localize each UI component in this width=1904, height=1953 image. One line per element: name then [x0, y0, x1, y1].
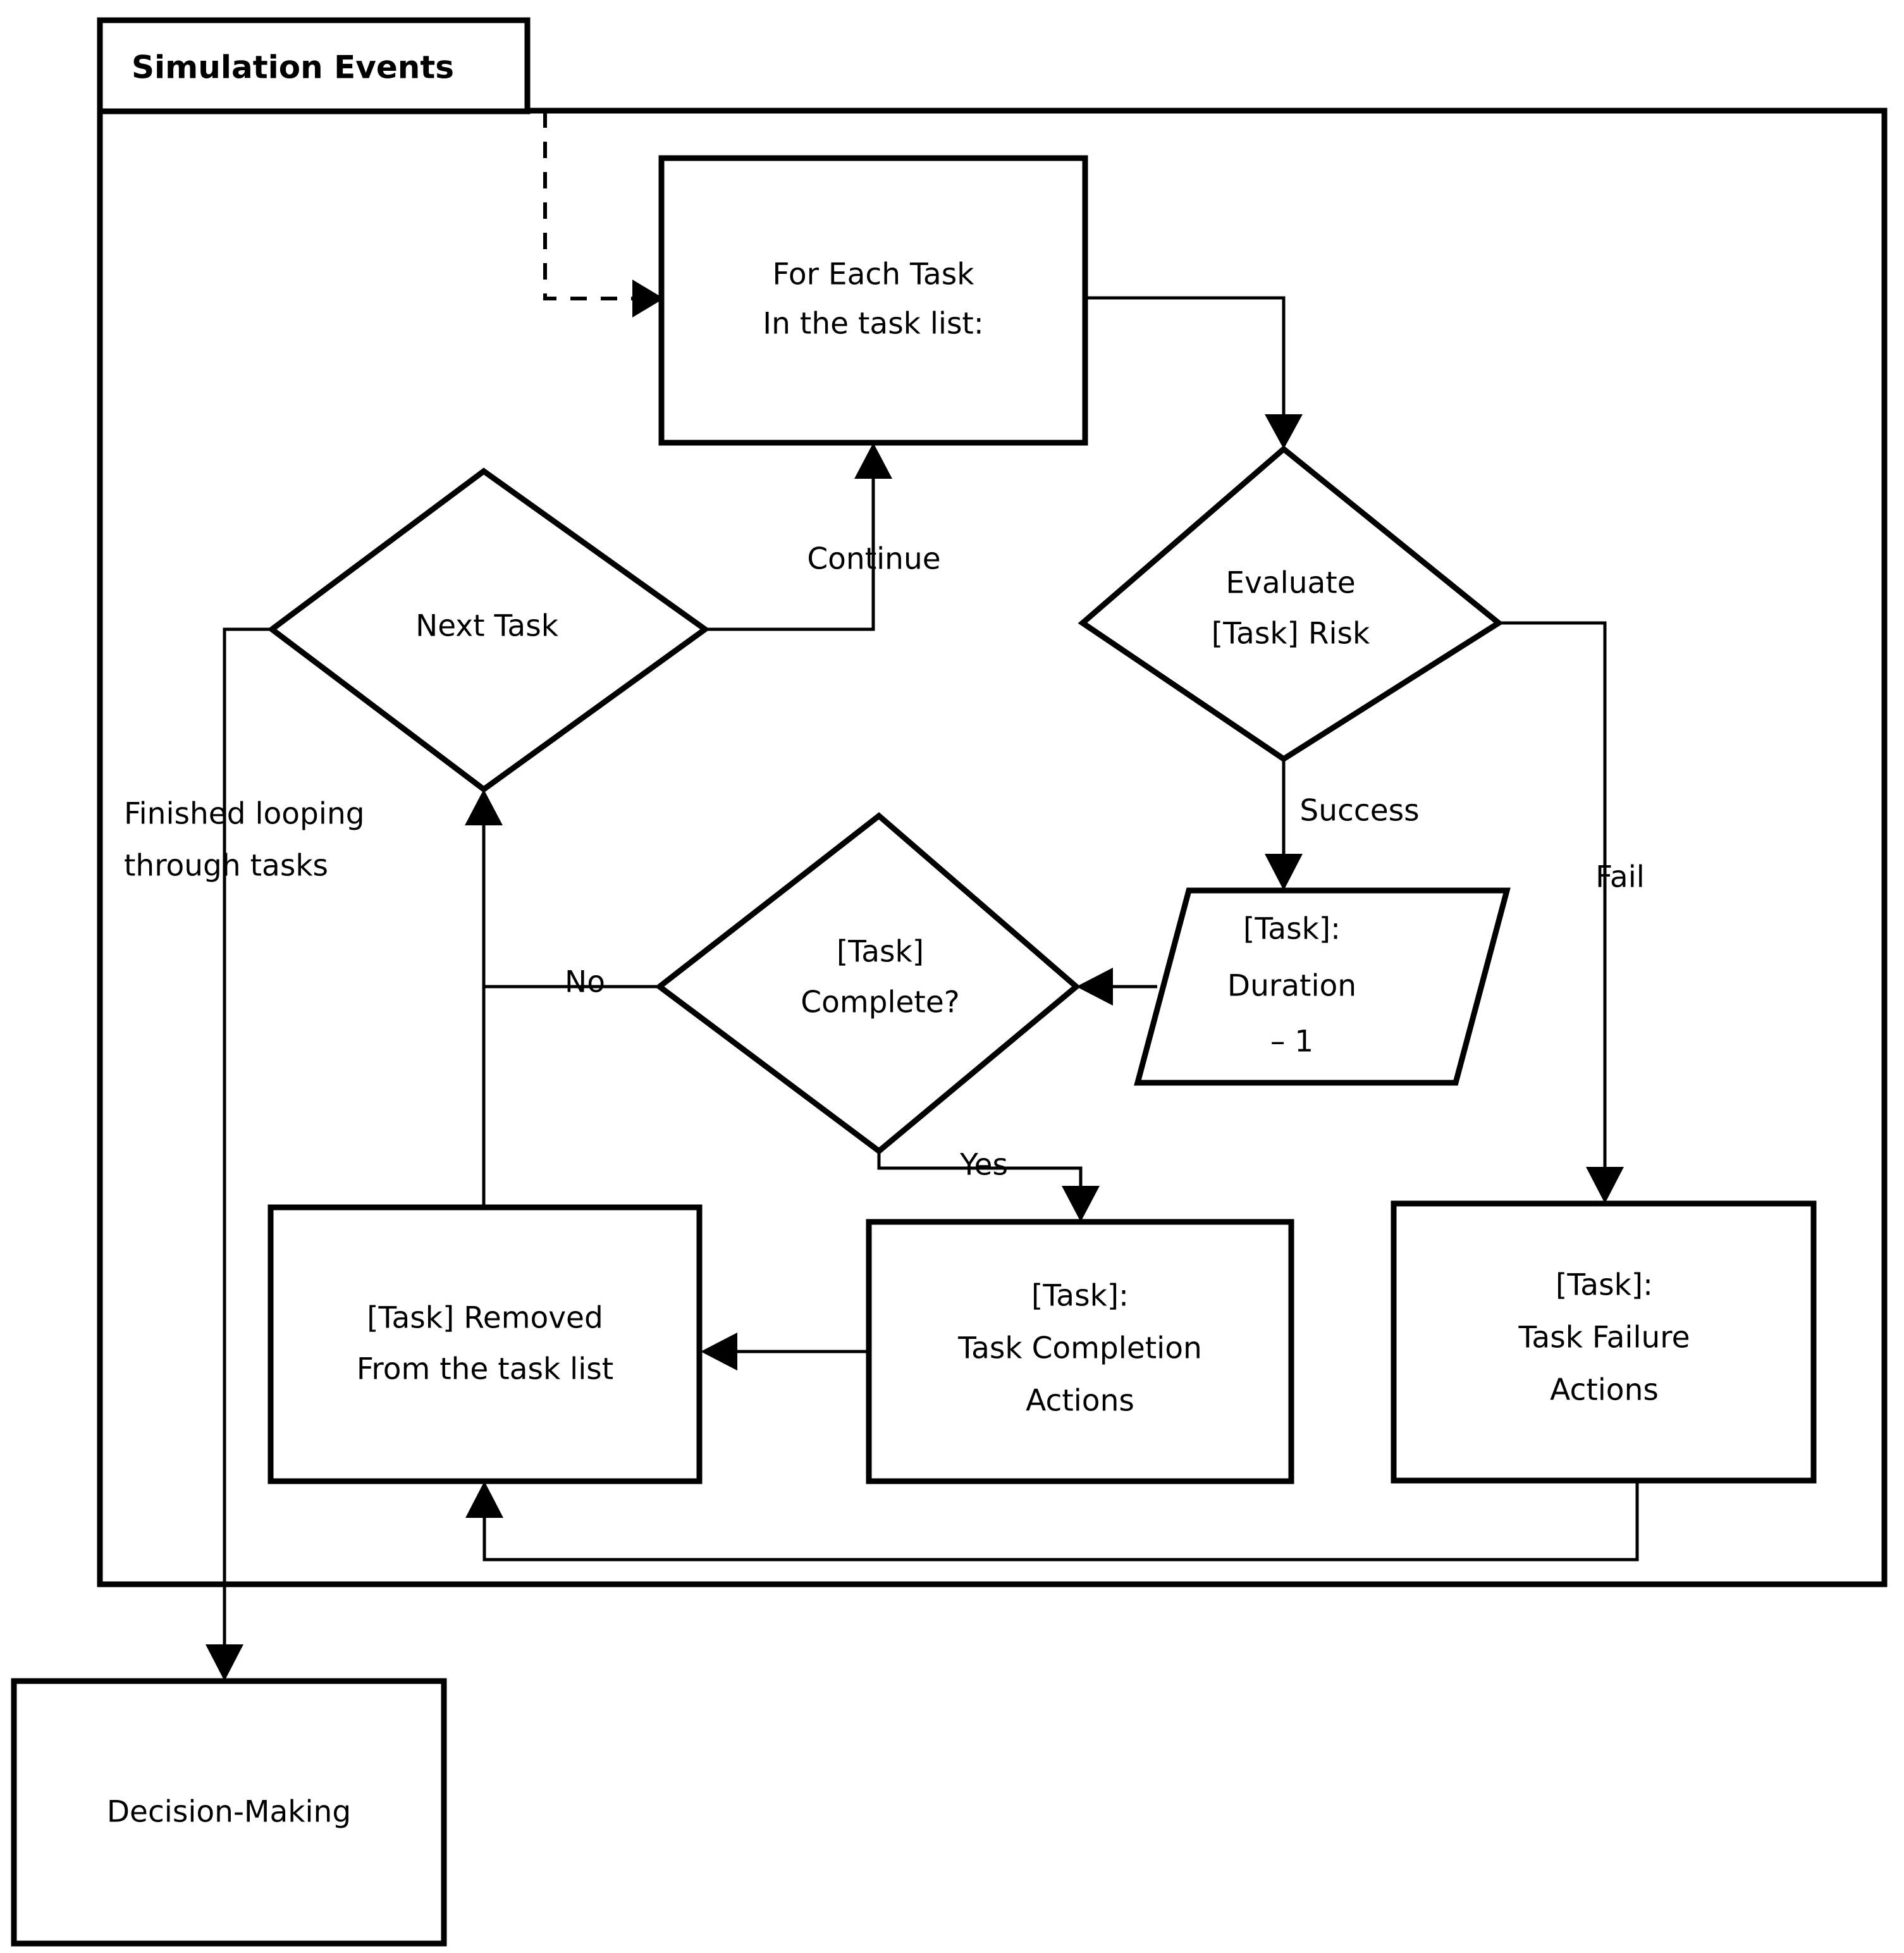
edge-label-continue: Continue: [807, 542, 940, 577]
node-for-each-task[interactable]: [658, 155, 1088, 446]
edge-label-no: No: [565, 965, 605, 1000]
node-task-duration-decrement[interactable]: [1134, 887, 1511, 1086]
arrowhead-fail: [1586, 1167, 1624, 1204]
edge-label-finished-looping-line2: through tasks: [124, 849, 328, 884]
node-task-complete[interactable]: [654, 812, 1081, 1155]
simulation-events-title-label: Simulation Events: [132, 49, 454, 86]
node-task-duration-line3: – 1: [1270, 1025, 1313, 1059]
node-next-task-line1: Next Task: [415, 609, 559, 644]
node-task-completion-actions-line3: Actions: [1026, 1384, 1134, 1419]
node-task-complete-line2: Complete?: [801, 985, 959, 1020]
node-next-task[interactable]: [267, 467, 710, 793]
node-task-removed-line1: [Task] Removed: [367, 1301, 603, 1336]
arrowhead-continue: [854, 443, 892, 479]
node-task-removed-line2: From the task list: [357, 1352, 613, 1387]
node-task-failure-actions[interactable]: [1391, 1200, 1817, 1484]
node-task-completion-actions-line1: [Task]:: [1031, 1279, 1129, 1314]
node-task-removed[interactable]: [267, 1204, 703, 1484]
node-decision-making-line1: Decision-Making: [107, 1795, 351, 1830]
node-evaluate-task-risk-line2: [Task] Risk: [1212, 617, 1370, 651]
node-evaluate-task-risk[interactable]: [1078, 445, 1504, 763]
arrowhead-to-decision-making: [206, 1644, 243, 1681]
simulation-events-title-box: [97, 17, 531, 114]
arrowhead-to-task-removed: [701, 1333, 737, 1371]
arrowhead-to-task-complete: [1076, 968, 1113, 1006]
edge-label-success: Success: [1299, 794, 1419, 829]
edge-task-complete-yes: [877, 1151, 1083, 1186]
arrowhead-yes: [1062, 1186, 1100, 1222]
node-task-completion-actions-line2: Task Completion: [957, 1331, 1202, 1366]
arrowhead-to-next-task: [465, 789, 503, 825]
node-for-each-task-line1: For Each Task: [773, 257, 975, 292]
node-task-duration-line2: Duration: [1227, 969, 1356, 1004]
edge-for-each-task-to-evaluate: [1085, 296, 1286, 414]
node-task-completion-actions[interactable]: [866, 1219, 1294, 1484]
arrowhead-to-evaluate-risk: [1265, 414, 1303, 449]
node-task-complete-line1: [Task]: [837, 935, 924, 970]
edge-failure-to-removed: [482, 1481, 1639, 1562]
arrowhead-success: [1265, 854, 1303, 890]
node-task-duration-line1: [Task]:: [1243, 912, 1341, 947]
edge-next-task-finished-looping: [223, 627, 272, 1644]
edge-label-finished-looping-line1: Finished looping: [124, 797, 365, 832]
node-task-failure-actions-line1: [Task]:: [1556, 1268, 1653, 1303]
edge-evaluate-fail: [1499, 621, 1607, 1167]
node-task-failure-actions-line2: Task Failure: [1518, 1321, 1690, 1355]
node-decision-making[interactable]: [11, 1678, 447, 1947]
simulation-events-container: [97, 108, 1888, 1587]
edge-dashed-entry: [543, 111, 632, 300]
arrowhead-failure-return-to-removed: [465, 1481, 503, 1518]
node-task-failure-actions-line3: Actions: [1550, 1373, 1659, 1408]
node-evaluate-task-risk-line1: Evaluate: [1225, 566, 1355, 601]
edge-label-fail: Fail: [1595, 860, 1645, 895]
edge-label-yes: Yes: [959, 1148, 1008, 1183]
node-for-each-task-line2: In the task list:: [763, 307, 983, 342]
edge-next-task-continue: [705, 479, 875, 631]
arrowhead-dashed-entry: [632, 280, 664, 317]
